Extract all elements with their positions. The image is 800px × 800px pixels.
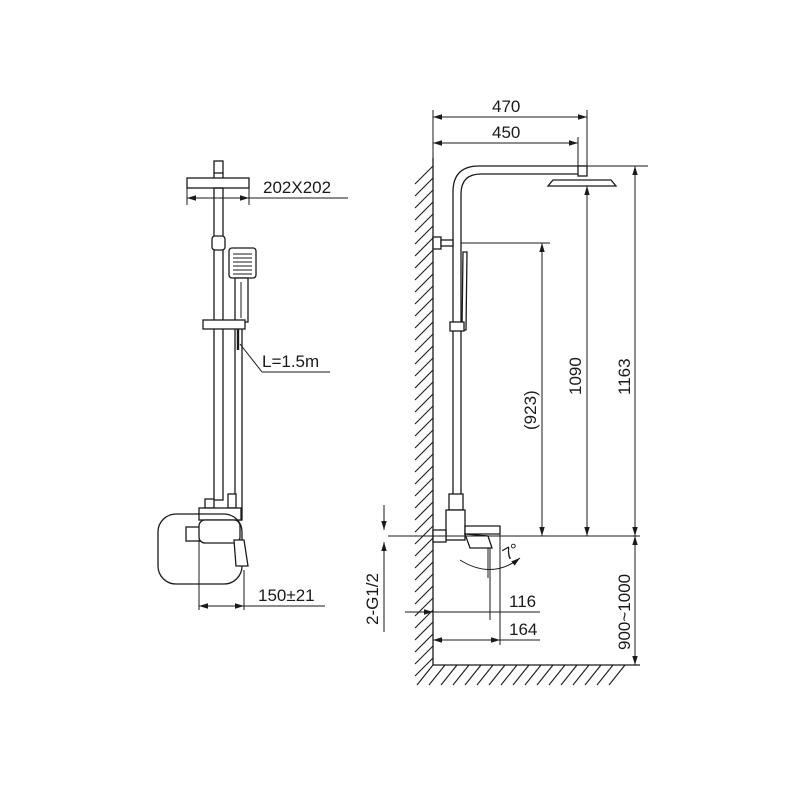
wall-hatch-line [414,645,434,665]
arm-outer-label: 470 [492,97,520,116]
wall-hatch-line [414,369,434,389]
head-size-label: 202X202 [263,178,331,197]
hand-shower-side [461,251,468,331]
wall-hatch-line [414,597,434,617]
wall-hatch-line [414,573,434,593]
floor-hatch-line [524,664,542,686]
slide-holder-side [449,321,465,332]
wall-hatch-line [414,177,434,197]
wall-hatch-line [414,429,434,449]
mixer-side: 7° [388,493,640,578]
wall-hatch-line [414,225,434,245]
wall-hatch-line [414,513,434,533]
wall-hatch-line [414,465,434,485]
handle-angle-label: 7° [499,540,523,565]
floor-hatch-line [560,664,578,686]
wall-hatch-line [414,621,434,641]
wall-hatch-line [414,321,434,341]
bar-height-label: (923) [521,390,540,430]
total-height-label: 1163 [615,358,634,395]
floor-hatch-line [536,664,554,686]
wall-hatch-line [414,405,434,425]
wall-hatch-line [414,633,434,653]
arm-inner-label: 450 [492,123,520,142]
wall-hatch-line [414,453,434,473]
wall-hatch-line [414,537,434,557]
connection-label: 2-G1/2 [363,573,382,625]
floor-hatch-line [548,664,566,686]
side-view: 7° 470 450 (923) 1090 1163 900~1000 [363,97,648,686]
slide-holder-front [202,319,246,330]
wall-hatch-line [414,657,434,677]
shower-head-front [186,160,250,189]
mixer-depth-a-label: 116 [509,592,536,611]
dimension-hose-length: L=1.5m [239,343,330,373]
floor-hatch-line [476,664,494,686]
floor-hatch-line [512,664,530,686]
floor-hatch-line [440,664,458,686]
wall-hatch-line [414,213,434,233]
wall-bracket-side [432,236,550,250]
hose-length-label: L=1.5m [262,352,319,371]
mixer-front [157,513,249,585]
wall-and-floor [414,158,640,686]
wall-hatch-line [414,285,434,305]
wall-hatch-line [414,477,434,497]
wall-hatch-line [414,189,434,209]
wall-hatch-line [414,249,434,269]
wall-hatch-line [414,561,434,581]
wall-hatch-line [414,489,434,509]
wall-hatch-line [414,297,434,317]
floor-hatch-line [584,664,602,686]
dimension-vertical: (923) 1090 1163 900~1000 [521,165,648,665]
wall-hatch-line [414,525,434,545]
center-distance-label: 150±21 [258,586,315,605]
front-view: 202X202 L=1.5m 150±21 [157,160,348,610]
floor-hatch-line [428,664,446,686]
install-height-label: 900~1000 [615,574,634,650]
floor-hatch-line [452,664,470,686]
wall-hatch-line [414,357,434,377]
wall-hatch-line [414,165,434,185]
wall-hatch-line [414,273,434,293]
hand-shower-front [211,235,257,323]
dimension-center-distance: 150±21 [198,540,325,610]
dimension-mixer-depth: 116 164 [405,534,540,645]
wall-hatch-line [414,417,434,437]
mixer-depth-b-label: 164 [509,620,537,639]
floor-hatch-line [488,664,506,686]
wall-hatch-line [414,333,434,353]
dimension-connection: 2-G1/2 [363,505,387,632]
floor-hatch-line [500,664,518,686]
wall-hatch-line [414,501,434,521]
floor-hatch-line [464,664,482,686]
floor-hatch-line [608,664,626,686]
wall-hatch-line [414,381,434,401]
floor-hatch-line [596,664,614,686]
diverter-front [198,493,242,521]
dimension-arm-length: 470 450 [432,97,588,166]
wall-hatch-line [414,441,434,461]
wall-hatch-line [414,585,434,605]
wall-hatch-line [414,261,434,281]
wall-hatch-line [414,393,434,413]
wall-hatch-line [414,237,434,257]
wall-hatch-line [414,345,434,365]
wall-hatch-line [414,309,434,329]
wall-hatch-line [414,549,434,569]
dimension-head-size: 202X202 [186,178,348,205]
floor-hatch-line [416,664,434,686]
shower-column-side [452,165,618,505]
wall-hatch-line [414,201,434,221]
floor-hatch-line [572,664,590,686]
bar-to-head-label: 1090 [566,357,585,395]
